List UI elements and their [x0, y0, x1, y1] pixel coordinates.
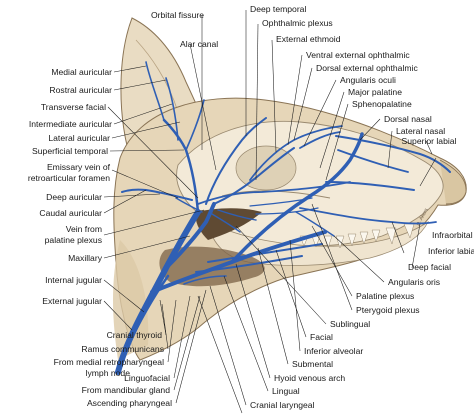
label-inferior-alveolar: Inferior alveolar — [304, 346, 363, 356]
label-ascending-pharyngeal: Ascending pharyngeal — [87, 398, 172, 408]
label-maxillary: Maxillary — [68, 253, 103, 263]
label-deep-auricular: Deep auricular — [46, 192, 102, 202]
label-hyoid-venous-arch: Hyoid venous arch — [274, 373, 345, 383]
label-from-mandibular-gland: From mandibular gland — [82, 385, 171, 395]
label-caudal-auricular: Caudal auricular — [39, 208, 102, 218]
label-orbital-fissure: Orbital fissure — [151, 10, 204, 20]
label-medial-auricular: Medial auricular — [51, 67, 112, 77]
label-cranial-laryngeal: Cranial laryngeal — [250, 400, 315, 410]
angularis-oris-vein — [295, 211, 335, 237]
label-emissary-vein-line2: retroarticular foramen — [28, 173, 110, 183]
label-ophthalmic-plexus: Ophthalmic plexus — [262, 18, 333, 28]
teeth — [299, 223, 415, 249]
label-vein-from-palatine-line2: palatine plexus — [45, 235, 102, 245]
label-vein-from-palatine-line1: Vein from — [66, 224, 102, 234]
palatine-plexus — [249, 197, 319, 215]
label-rostral-auricular: Rostral auricular — [49, 85, 112, 95]
lateral-nasal-vein — [337, 149, 409, 173]
label-lateral-auricular: Lateral auricular — [48, 133, 110, 143]
facial-vein — [230, 132, 364, 264]
label-emissary-vein-line1: Emissary vein of — [47, 162, 111, 172]
label-major-palatine: Major palatine — [348, 87, 402, 97]
label-angularis-oculi: Angularis oculi — [340, 75, 396, 85]
submental-vein — [195, 255, 303, 273]
anatomical-labels: Medial auricular Rostral auricular Trans… — [28, 4, 474, 410]
maxillary-vein — [164, 202, 216, 270]
label-transverse-facial: Transverse facial — [41, 102, 106, 112]
label-sublingual: Sublingual — [330, 319, 370, 329]
label-sphenopalatine: Sphenopalatine — [352, 99, 412, 109]
inferior-labial-vein — [299, 207, 437, 225]
angularis-oculi-vein — [299, 131, 341, 149]
label-intermediate-auricular: Intermediate auricular — [29, 119, 112, 129]
pterygoid-plexus — [211, 209, 257, 233]
label-cranial-thyroid: Cranial thyroid — [107, 330, 163, 340]
internal-jugular-vein — [124, 274, 170, 352]
ophthalmic-plexus-vein — [213, 147, 295, 205]
leader-lines — [103, 10, 437, 414]
label-angularis-oris: Angularis oris — [388, 277, 440, 287]
superior-labial-vein — [325, 181, 415, 191]
label-palatine-plexus: Palatine plexus — [356, 291, 414, 301]
label-from-medial-retropharyngeal-line2: lymph node — [86, 368, 131, 378]
label-dorsal-external-ophthalmic: Dorsal external ophthalmic — [316, 63, 418, 73]
label-alar-canal: Alar canal — [180, 39, 218, 49]
label-superficial-temporal: Superficial temporal — [32, 146, 108, 156]
label-superior-labial: Superior labial — [402, 136, 457, 146]
label-ramus-communicans: Ramus communicans — [81, 344, 164, 354]
intermediate-auricular-vein — [165, 77, 179, 141]
venous-network — [115, 61, 451, 375]
rostral-auricular-vein — [185, 99, 205, 151]
medial-auricular-vein — [145, 61, 165, 121]
label-inferior-labial: Inferior labial — [428, 246, 474, 256]
sublingual-vein — [207, 243, 323, 263]
deep-temporal-vein — [205, 117, 267, 205]
label-ventral-external-ophthalmic: Ventral external ophthalmic — [306, 50, 410, 60]
dorsal-nasal-vein — [335, 135, 451, 173]
label-deep-facial: Deep facial — [408, 262, 451, 272]
label-infraorbital: Infraorbital — [432, 230, 473, 240]
label-submental: Submental — [292, 359, 333, 369]
label-deep-temporal: Deep temporal — [250, 4, 306, 14]
label-facial: Facial — [310, 332, 333, 342]
label-lateral-nasal: Lateral nasal — [396, 126, 445, 136]
label-external-ethmoid: External ethmoid — [276, 34, 341, 44]
label-pterygoid-plexus: Pterygoid plexus — [356, 305, 420, 315]
label-linguofacial: Linguofacial — [124, 373, 170, 383]
hyoid-venous-arch — [183, 275, 227, 285]
label-internal-jugular: Internal jugular — [45, 275, 102, 285]
label-dorsal-nasal: Dorsal nasal — [384, 114, 432, 124]
label-lingual: Lingual — [272, 386, 300, 396]
label-external-jugular: External jugular — [42, 296, 102, 306]
label-from-medial-retropharyngeal-line1: From medial retropharyngeal — [54, 357, 164, 367]
